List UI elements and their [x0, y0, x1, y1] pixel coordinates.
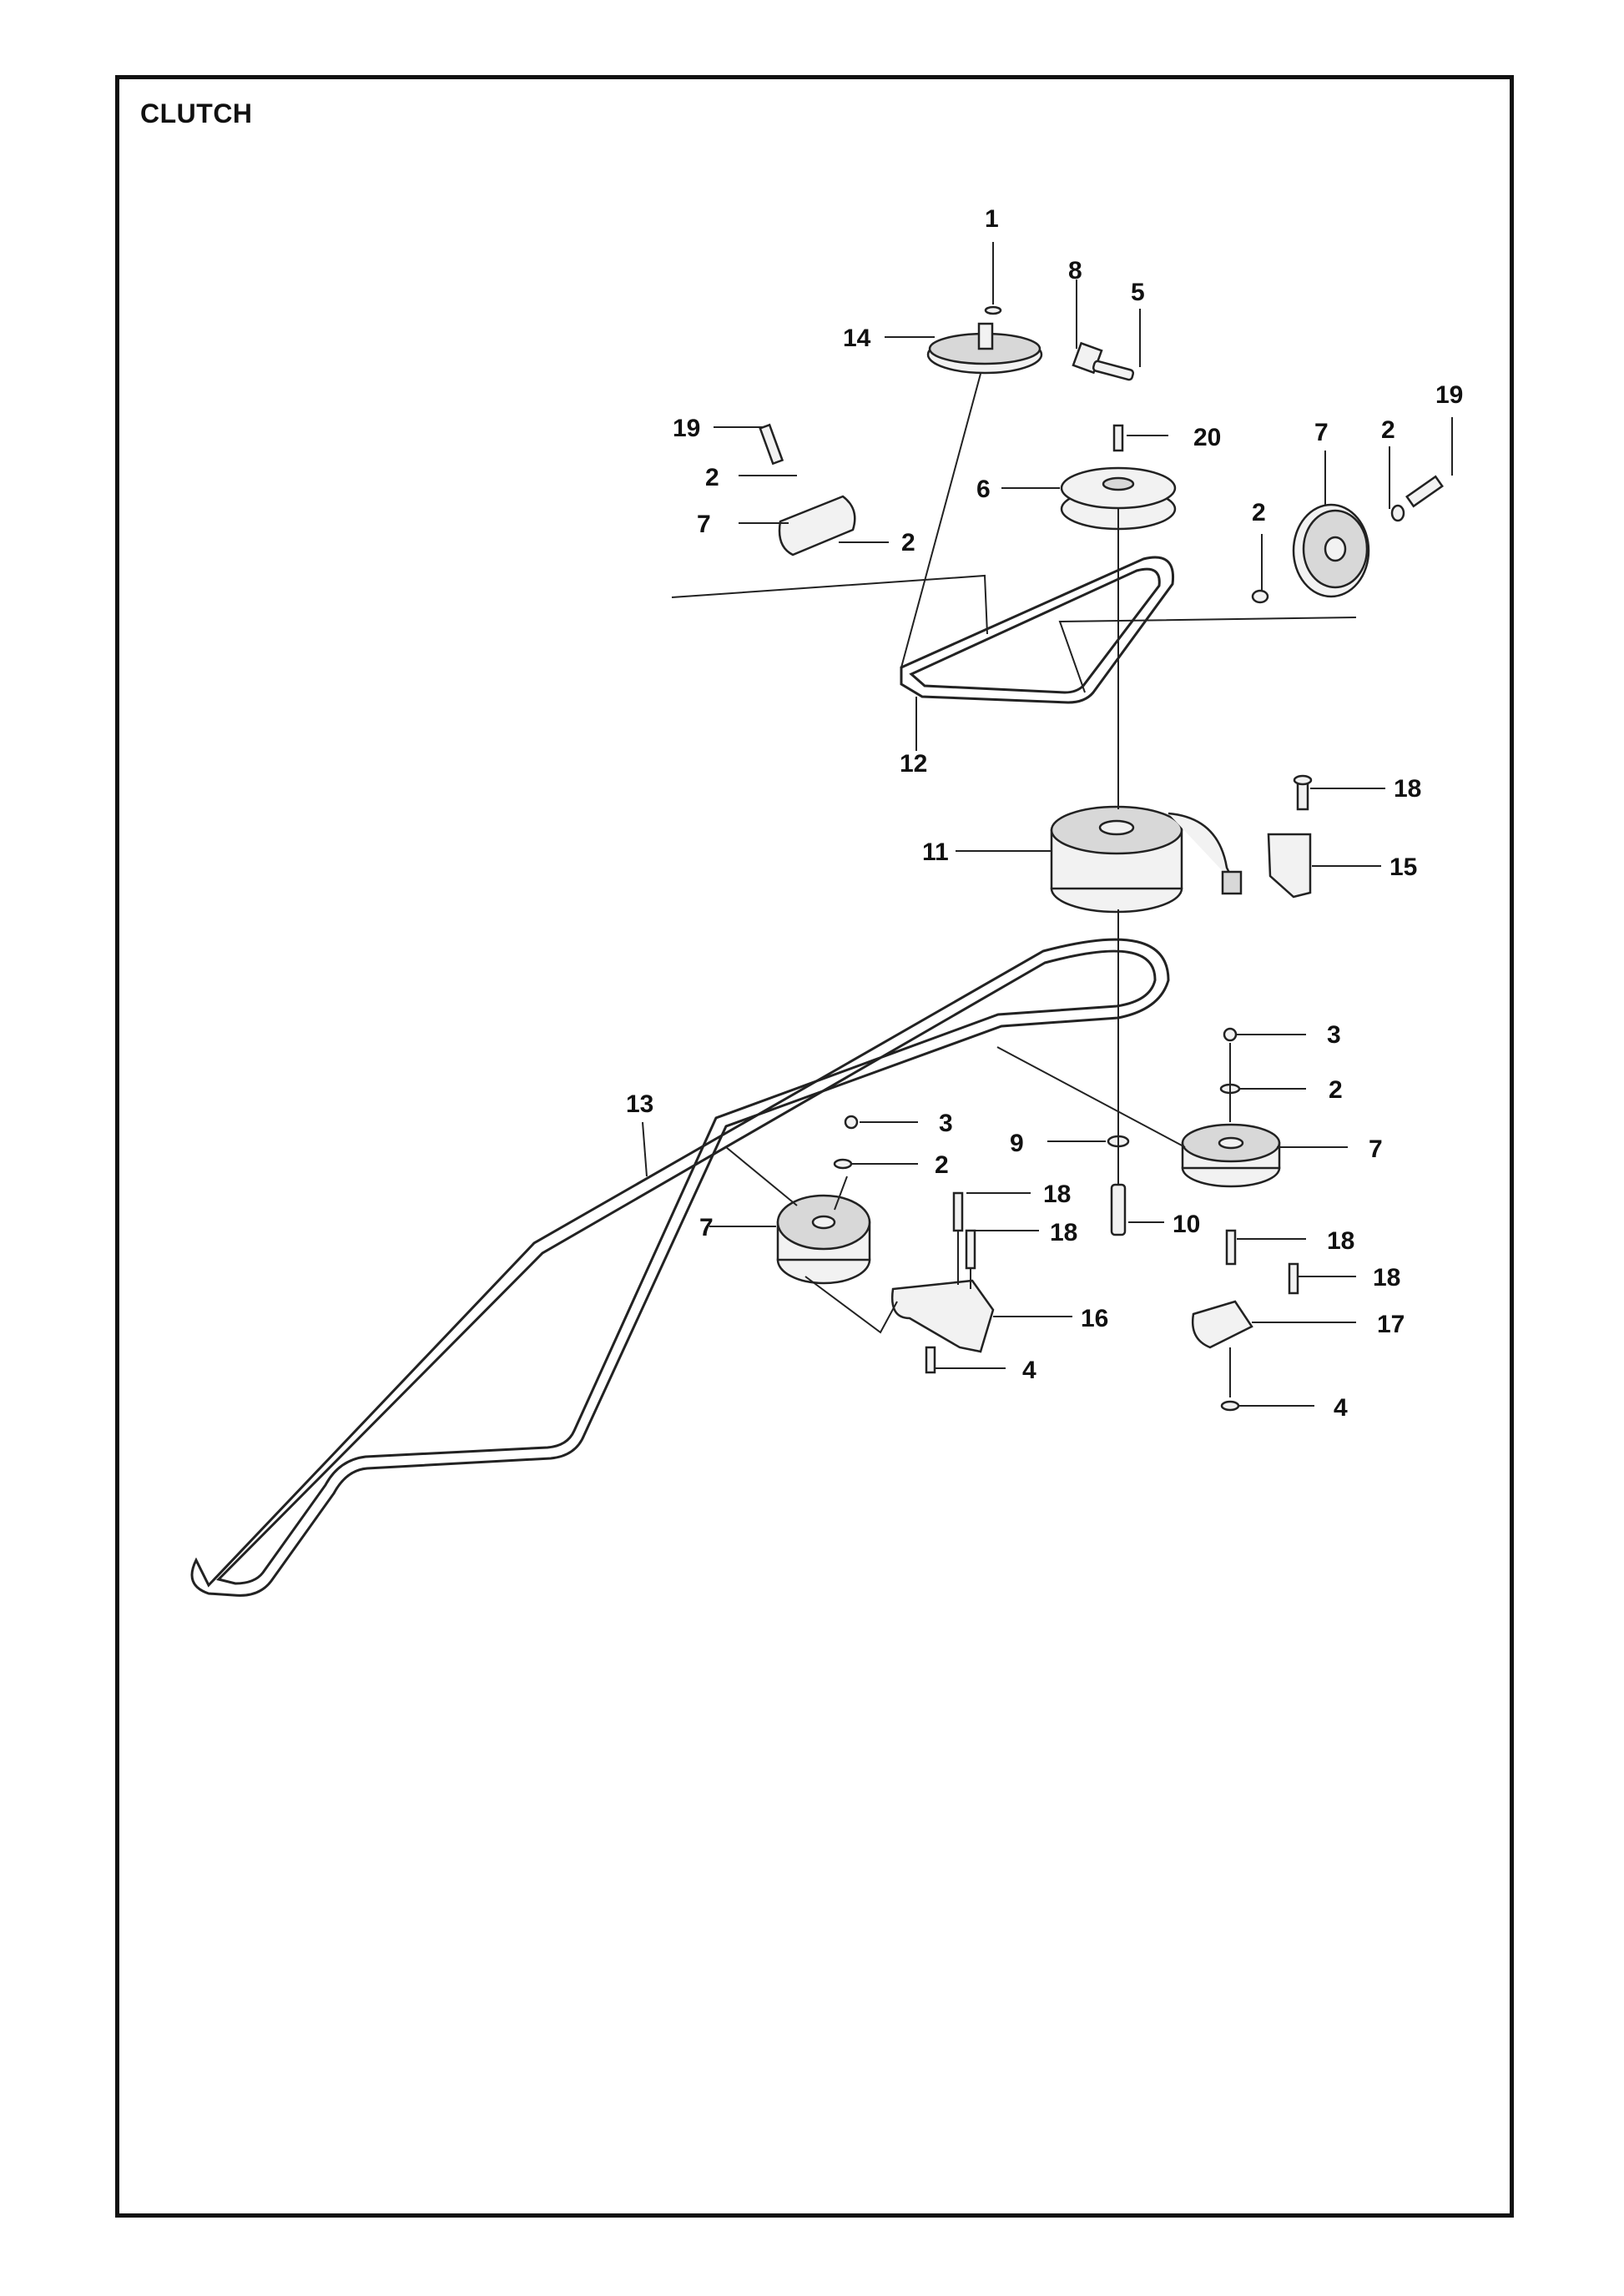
callout-13: 13 — [626, 1090, 653, 1118]
callout-18-right-2: 18 — [1373, 1264, 1400, 1292]
bracket-15 — [1267, 774, 1313, 899]
callout-14: 14 — [843, 325, 871, 352]
callout-2-upper-right: 2 — [1381, 416, 1395, 444]
callout-3-left: 3 — [939, 1110, 953, 1137]
belt-13 — [190, 938, 1170, 1597]
belt-13-inner — [216, 949, 1157, 1585]
callout-18-mid-2: 18 — [1050, 1219, 1077, 1246]
callout-7-right: 7 — [1369, 1135, 1383, 1163]
callout-3-right: 3 — [1327, 1021, 1341, 1049]
callout-18-mid-1: 18 — [1043, 1181, 1071, 1208]
idler-pulley-7-lower-right — [1181, 1027, 1299, 1412]
callout-19-left: 19 — [673, 415, 700, 442]
callout-6: 6 — [976, 476, 991, 503]
callout-17: 17 — [1377, 1311, 1405, 1338]
callout-2-left: 2 — [935, 1151, 949, 1179]
leader-lines — [642, 242, 1453, 1407]
callout-18-right-1: 18 — [1327, 1227, 1354, 1255]
page-border — [115, 75, 1514, 2218]
callout-7-left: 7 — [697, 511, 711, 538]
callout-16: 16 — [1081, 1305, 1108, 1332]
callout-18-top: 18 — [1394, 775, 1421, 803]
electric-clutch-11 — [1050, 805, 1243, 914]
callout-12: 12 — [900, 750, 927, 778]
belt-12-inner — [909, 567, 1161, 694]
diagram-title: CLUTCH — [140, 98, 253, 128]
callout-4-right: 4 — [1334, 1394, 1348, 1422]
callout-20: 20 — [1193, 424, 1221, 451]
callout-4-left: 4 — [1022, 1357, 1036, 1384]
callout-labels: 1 8 5 14 19 2 7 2 20 6 7 2 19 2 12 18 11… — [626, 205, 1463, 1422]
callout-2-left-top: 2 — [705, 464, 719, 491]
callout-7-upper-right: 7 — [1314, 419, 1329, 446]
callout-19-right: 19 — [1435, 381, 1463, 409]
callout-1: 1 — [985, 205, 999, 233]
idler-pulley-7-lower-left — [776, 1115, 871, 1285]
bracket-16 — [890, 1191, 995, 1374]
idler-pulley-7-upper-left — [759, 423, 856, 556]
pulley-14 — [926, 305, 1135, 381]
callout-8: 8 — [1068, 257, 1082, 284]
callout-10: 10 — [1173, 1211, 1200, 1238]
belt-12 — [900, 556, 1175, 704]
idler-pulley-7-upper-right — [1251, 475, 1444, 604]
callout-2-right: 2 — [1329, 1076, 1343, 1104]
callout-2-upper-right-left: 2 — [1252, 499, 1266, 526]
callout-7-lower-left: 7 — [699, 1214, 714, 1241]
callout-5: 5 — [1131, 279, 1145, 306]
callout-2-left-bottom: 2 — [901, 529, 915, 556]
callout-9: 9 — [1010, 1130, 1024, 1157]
callout-11: 11 — [922, 838, 949, 866]
callout-15: 15 — [1389, 853, 1417, 881]
